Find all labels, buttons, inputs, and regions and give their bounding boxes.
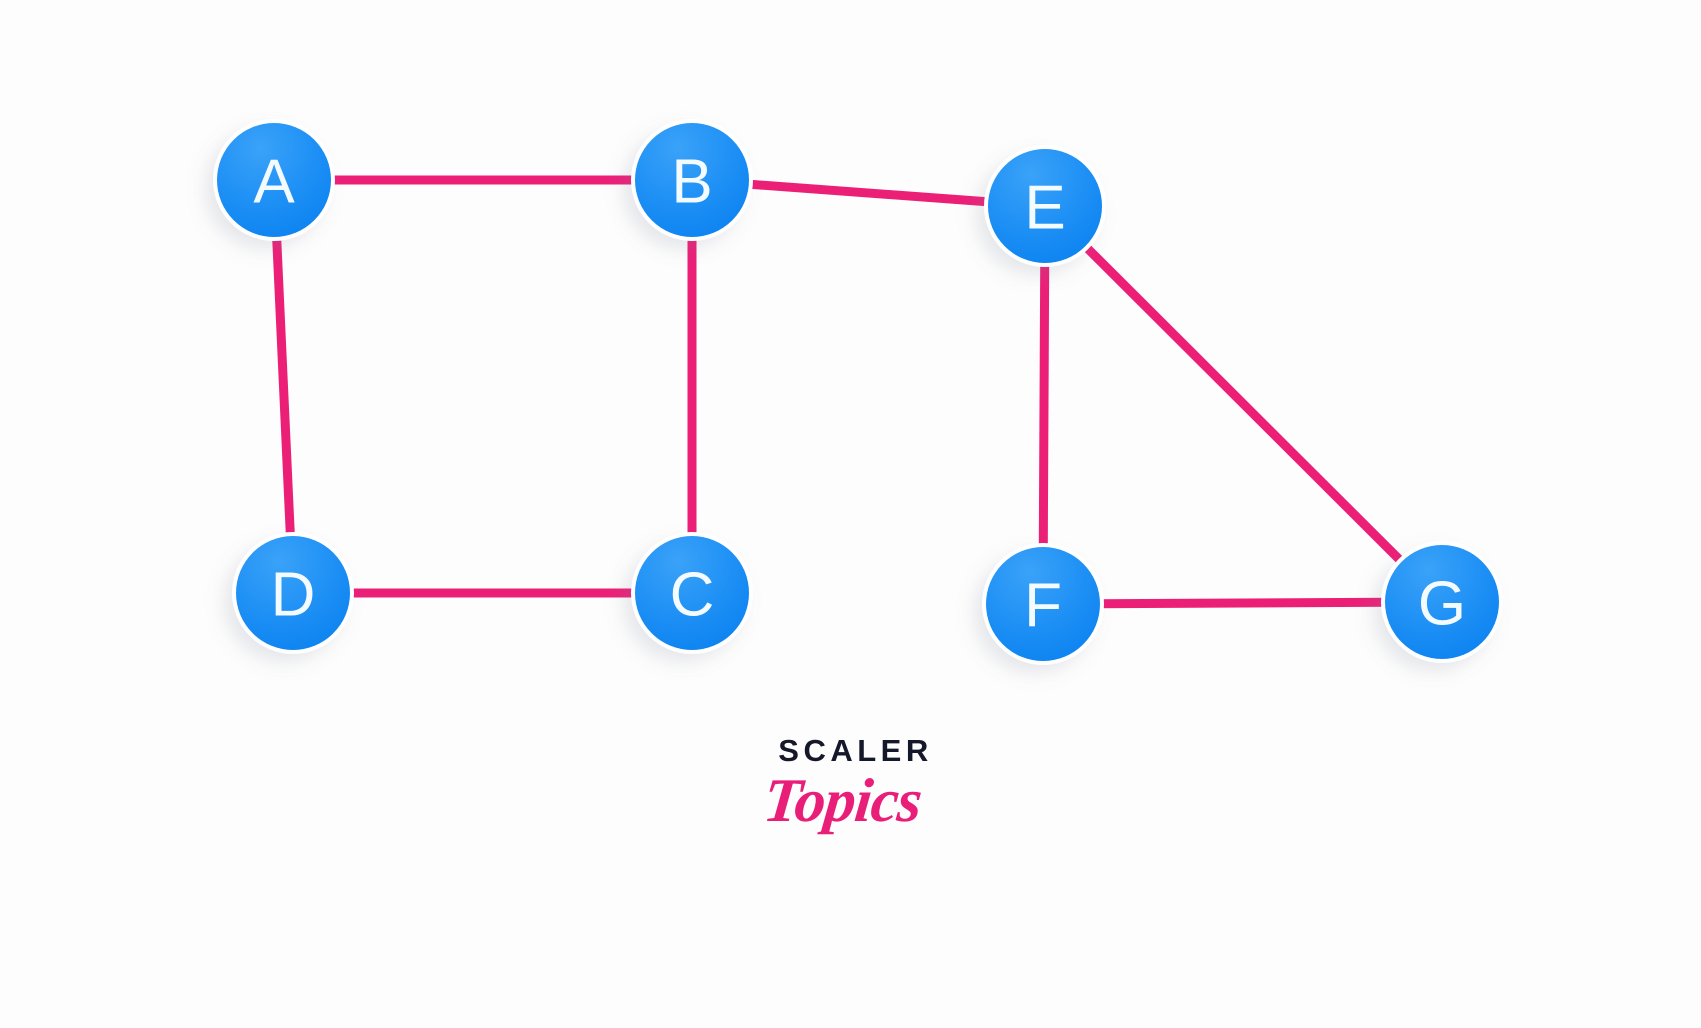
node-circle[interactable] bbox=[635, 536, 749, 650]
node-circle[interactable] bbox=[1385, 545, 1499, 659]
edge-b-e bbox=[744, 179, 993, 207]
node-circle[interactable] bbox=[988, 149, 1102, 263]
node-label-g: G bbox=[1418, 570, 1466, 639]
brand-primary-text: SCALER bbox=[778, 733, 933, 768]
edge-f-g bbox=[1095, 597, 1390, 609]
node-b[interactable]: B bbox=[623, 119, 753, 249]
node-a[interactable]: A bbox=[205, 119, 335, 249]
node-label-b: B bbox=[671, 148, 712, 217]
edge-a-d bbox=[271, 232, 296, 541]
node-circle[interactable] bbox=[635, 123, 749, 237]
node-f[interactable]: F bbox=[974, 543, 1104, 673]
node-circle[interactable] bbox=[986, 547, 1100, 661]
node-label-a: A bbox=[253, 148, 295, 217]
nodes-layer: A B C D E F G bbox=[205, 119, 1503, 673]
node-label-e: E bbox=[1024, 174, 1065, 243]
node-circle[interactable] bbox=[217, 123, 331, 237]
edges-layer bbox=[271, 175, 1408, 609]
brand-secondary-text: Topics bbox=[760, 767, 925, 835]
node-c[interactable]: C bbox=[623, 532, 753, 662]
edge-e-g bbox=[1079, 240, 1408, 568]
node-label-d: D bbox=[271, 561, 316, 630]
node-circle[interactable] bbox=[236, 536, 350, 650]
node-d[interactable]: D bbox=[224, 532, 354, 662]
node-label-f: F bbox=[1024, 572, 1062, 641]
scaler-topics-logo: SCALER Topics bbox=[0, 733, 1701, 835]
node-g[interactable]: G bbox=[1373, 541, 1503, 671]
edge-e-f bbox=[1038, 258, 1050, 552]
node-label-c: C bbox=[670, 561, 715, 630]
node-e[interactable]: E bbox=[976, 145, 1106, 275]
